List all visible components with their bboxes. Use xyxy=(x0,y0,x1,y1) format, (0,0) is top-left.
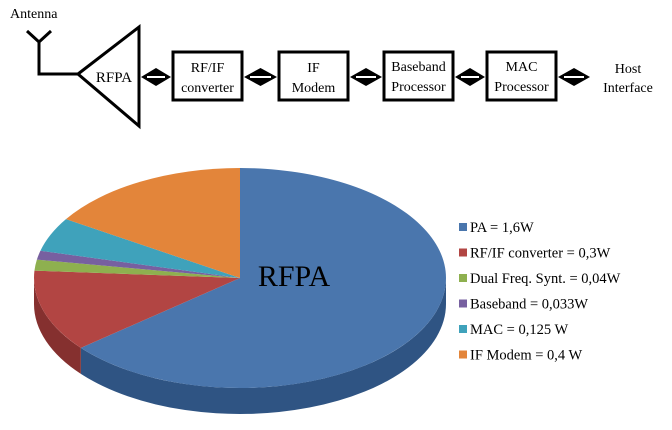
pie-slice-rf-if-converter xyxy=(34,270,241,348)
block-3 xyxy=(485,50,558,102)
block-label: MAC xyxy=(506,60,538,75)
pie-center-label: RFPA xyxy=(258,260,331,293)
pie-slice-dual-freq-synt- xyxy=(34,259,240,278)
rfpa-label: RFPA xyxy=(96,70,132,86)
pie-slice-mac xyxy=(40,219,240,278)
pie-side-1 xyxy=(34,278,81,374)
legend-entry: RF/IF converter = 0,3W xyxy=(470,246,611,262)
block-label: Baseband xyxy=(391,60,445,75)
legend-entry: MAC = 0,125 W xyxy=(470,322,568,338)
block-0 xyxy=(171,50,244,102)
host-interface-label: Interface xyxy=(603,81,653,96)
legend-entry: IF Modem = 0,4 W xyxy=(470,348,583,364)
block-label: Modem xyxy=(292,81,336,96)
block-2 xyxy=(382,50,455,102)
pie-slice-if-modem xyxy=(65,168,240,278)
block-label: RF/IF xyxy=(191,61,225,76)
legend-entry: Baseband = 0,033W xyxy=(470,297,588,313)
antenna-label: Antenna xyxy=(10,7,58,22)
antenna-icon xyxy=(25,29,78,76)
pie-side-0 xyxy=(80,278,447,414)
block-label: IF xyxy=(307,61,320,76)
legend-swatch xyxy=(459,248,467,257)
block-label: converter xyxy=(181,81,234,96)
rfpa-triangle xyxy=(75,23,141,130)
legend-entry: Dual Freq. Synt. = 0,04W xyxy=(470,271,621,287)
legend-entry: PA = 1,6W xyxy=(470,220,534,236)
block-label: Processor xyxy=(391,80,446,95)
legend-swatch xyxy=(459,350,467,359)
pie-slice-pa xyxy=(80,168,447,389)
legend-swatch xyxy=(459,325,467,333)
legend-swatch xyxy=(459,223,467,231)
legend-swatch xyxy=(459,274,467,282)
host-interface-label: Host xyxy=(615,62,642,77)
pie-slice-baseband xyxy=(36,250,240,278)
legend-swatch xyxy=(459,299,467,308)
block-1 xyxy=(277,50,350,102)
block-label: Processor xyxy=(494,80,549,95)
